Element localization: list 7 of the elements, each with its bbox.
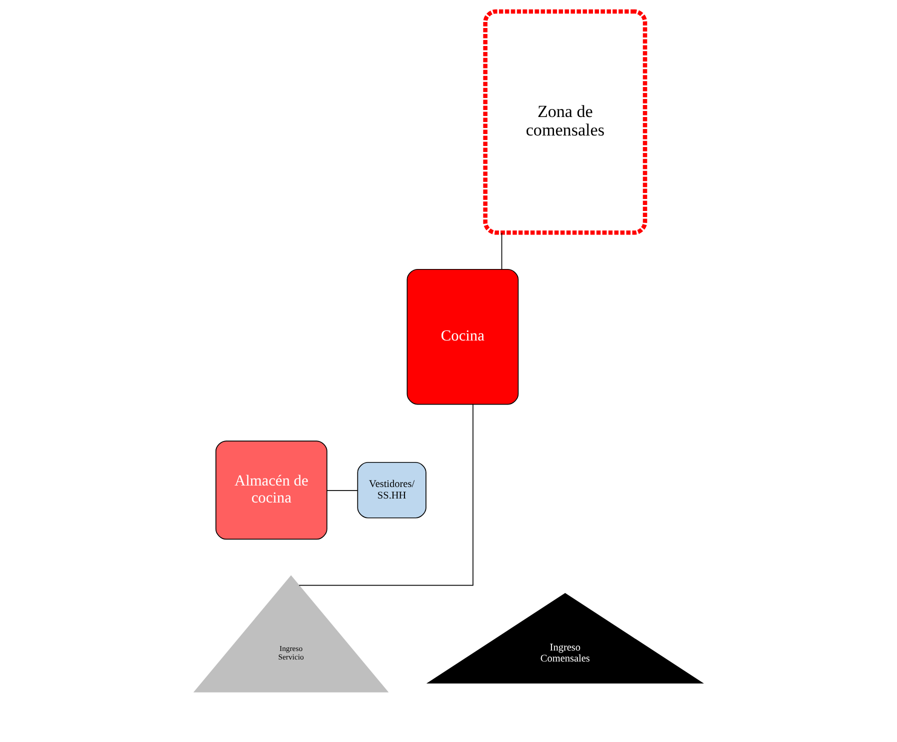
- connector: [501, 232, 502, 270]
- connector: [298, 404, 474, 586]
- connector: [326, 490, 358, 491]
- node-box: Cocina: [406, 268, 519, 405]
- node-box: Zona de comensales: [483, 9, 648, 235]
- node-box: Vestidores/ SS.HH: [357, 462, 426, 518]
- node-box: Almacén de cocina: [215, 440, 328, 540]
